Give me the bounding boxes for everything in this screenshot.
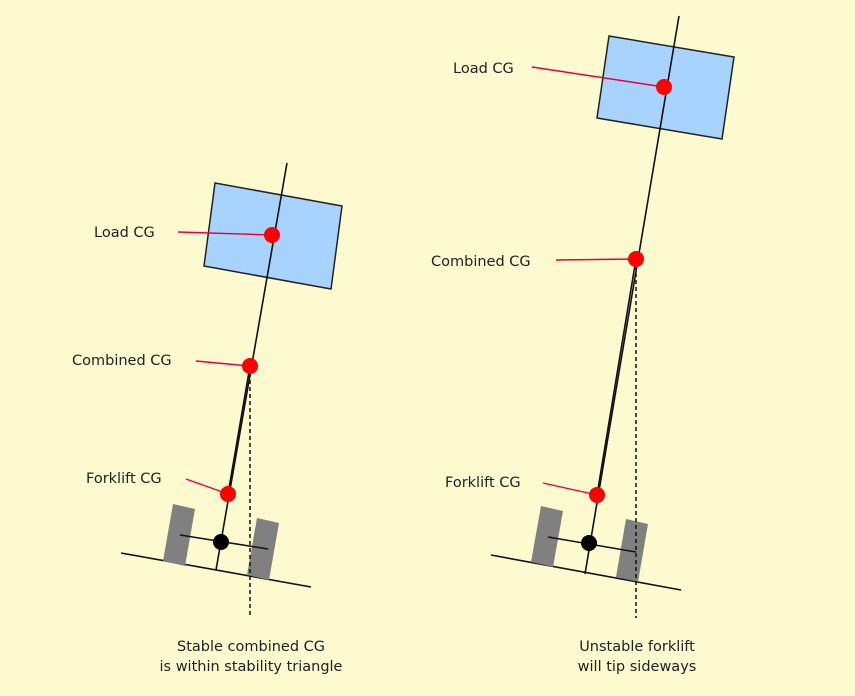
caption-line-1: Unstable forklift bbox=[579, 639, 695, 655]
left-wheel bbox=[531, 506, 563, 567]
caption-line-2: is within stability triangle bbox=[160, 659, 343, 675]
cg-connector-line bbox=[227, 365, 251, 495]
forklift-cg-label: Forklift CG bbox=[445, 475, 521, 491]
left-wheel bbox=[163, 504, 195, 566]
forklift-cg-leader bbox=[542, 482, 598, 496]
forklift-cg-label: Forklift CG bbox=[86, 471, 162, 487]
load-cg-leader bbox=[177, 231, 273, 236]
caption-line-1: Stable combined CG bbox=[177, 639, 325, 655]
panel-unstable: Load CG Combined CG Forklift CG Unstable… bbox=[431, 15, 735, 675]
load-cg-dot bbox=[656, 79, 672, 95]
right-wheel bbox=[616, 519, 648, 582]
forklift-cg-dot bbox=[220, 486, 236, 502]
mast-line bbox=[584, 15, 680, 575]
pivot-dot bbox=[213, 534, 229, 550]
combined-cg-label: Combined CG bbox=[72, 353, 172, 369]
load-cg-dot bbox=[264, 227, 280, 243]
caption-line-2: will tip sideways bbox=[578, 659, 697, 675]
combined-cg-leader bbox=[195, 360, 250, 367]
load-cg-label: Load CG bbox=[94, 225, 155, 241]
combined-cg-label: Combined CG bbox=[431, 254, 531, 270]
load-cg-label: Load CG bbox=[453, 61, 514, 77]
pivot-dot bbox=[581, 535, 597, 551]
cg-connector-line bbox=[596, 258, 637, 496]
combined-cg-dot bbox=[242, 358, 258, 374]
combined-cg-dot bbox=[628, 251, 644, 267]
forklift-cg-dot bbox=[589, 487, 605, 503]
right-wheel bbox=[247, 518, 279, 580]
combined-cg-leader bbox=[555, 258, 637, 261]
panel-stable: Load CG Combined CG Forklift CG Stable c… bbox=[72, 162, 343, 675]
load-cg-leader bbox=[531, 66, 665, 88]
